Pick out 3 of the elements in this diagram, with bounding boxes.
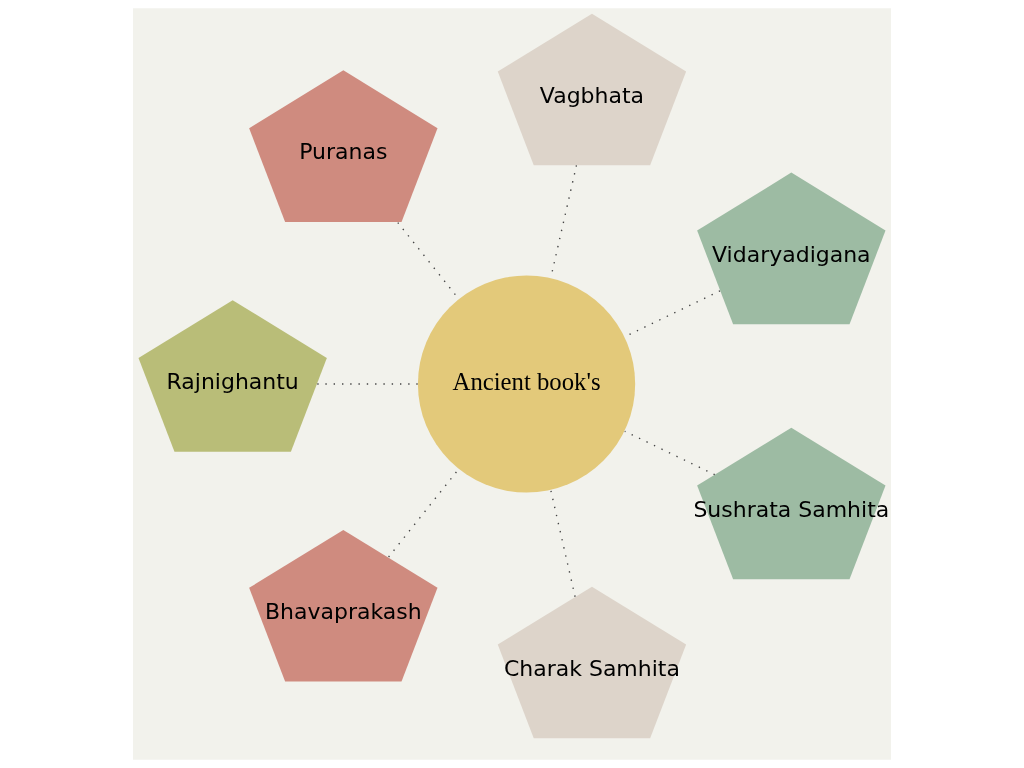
- node-circle: Ancient book's: [417, 275, 636, 493]
- connector: [624, 430, 716, 476]
- connector: [550, 489, 576, 598]
